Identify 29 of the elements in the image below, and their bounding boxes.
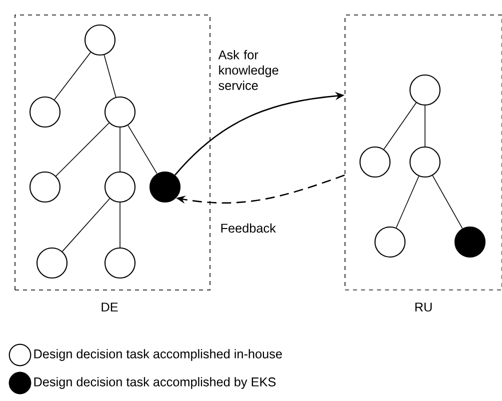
tree-line	[432, 175, 463, 229]
open-circle	[29, 171, 61, 203]
open-circle	[374, 226, 406, 258]
open-circle	[409, 74, 441, 106]
node-label: RU	[415, 302, 432, 312]
edge-label: Ask for knowledge service	[218, 50, 278, 90]
filled-circle	[454, 226, 486, 258]
tree-line	[396, 176, 420, 228]
tree-line	[104, 54, 116, 98]
tree-line	[424, 105, 426, 147]
tree-line	[128, 124, 158, 174]
open-circle	[29, 96, 61, 128]
open-circle	[104, 96, 136, 128]
filled-circle	[149, 171, 181, 203]
tree-line	[62, 198, 110, 252]
dashed-box: DE	[14, 14, 210, 312]
tree-line	[56, 122, 110, 176]
node-label: DE	[102, 302, 118, 312]
tree-line	[54, 52, 91, 100]
legend-text: Design decision task accomplished by EKS	[34, 377, 276, 389]
open-circle	[84, 24, 116, 56]
open-circle	[409, 146, 441, 178]
tree-line	[383, 102, 417, 150]
open-circle	[359, 146, 391, 178]
open-circle	[104, 247, 136, 279]
edge-label: Feedback	[221, 223, 276, 233]
open-circle	[104, 171, 136, 203]
open-circle	[36, 247, 68, 279]
legend-text: Design decision task accomplished in-house	[34, 349, 282, 361]
